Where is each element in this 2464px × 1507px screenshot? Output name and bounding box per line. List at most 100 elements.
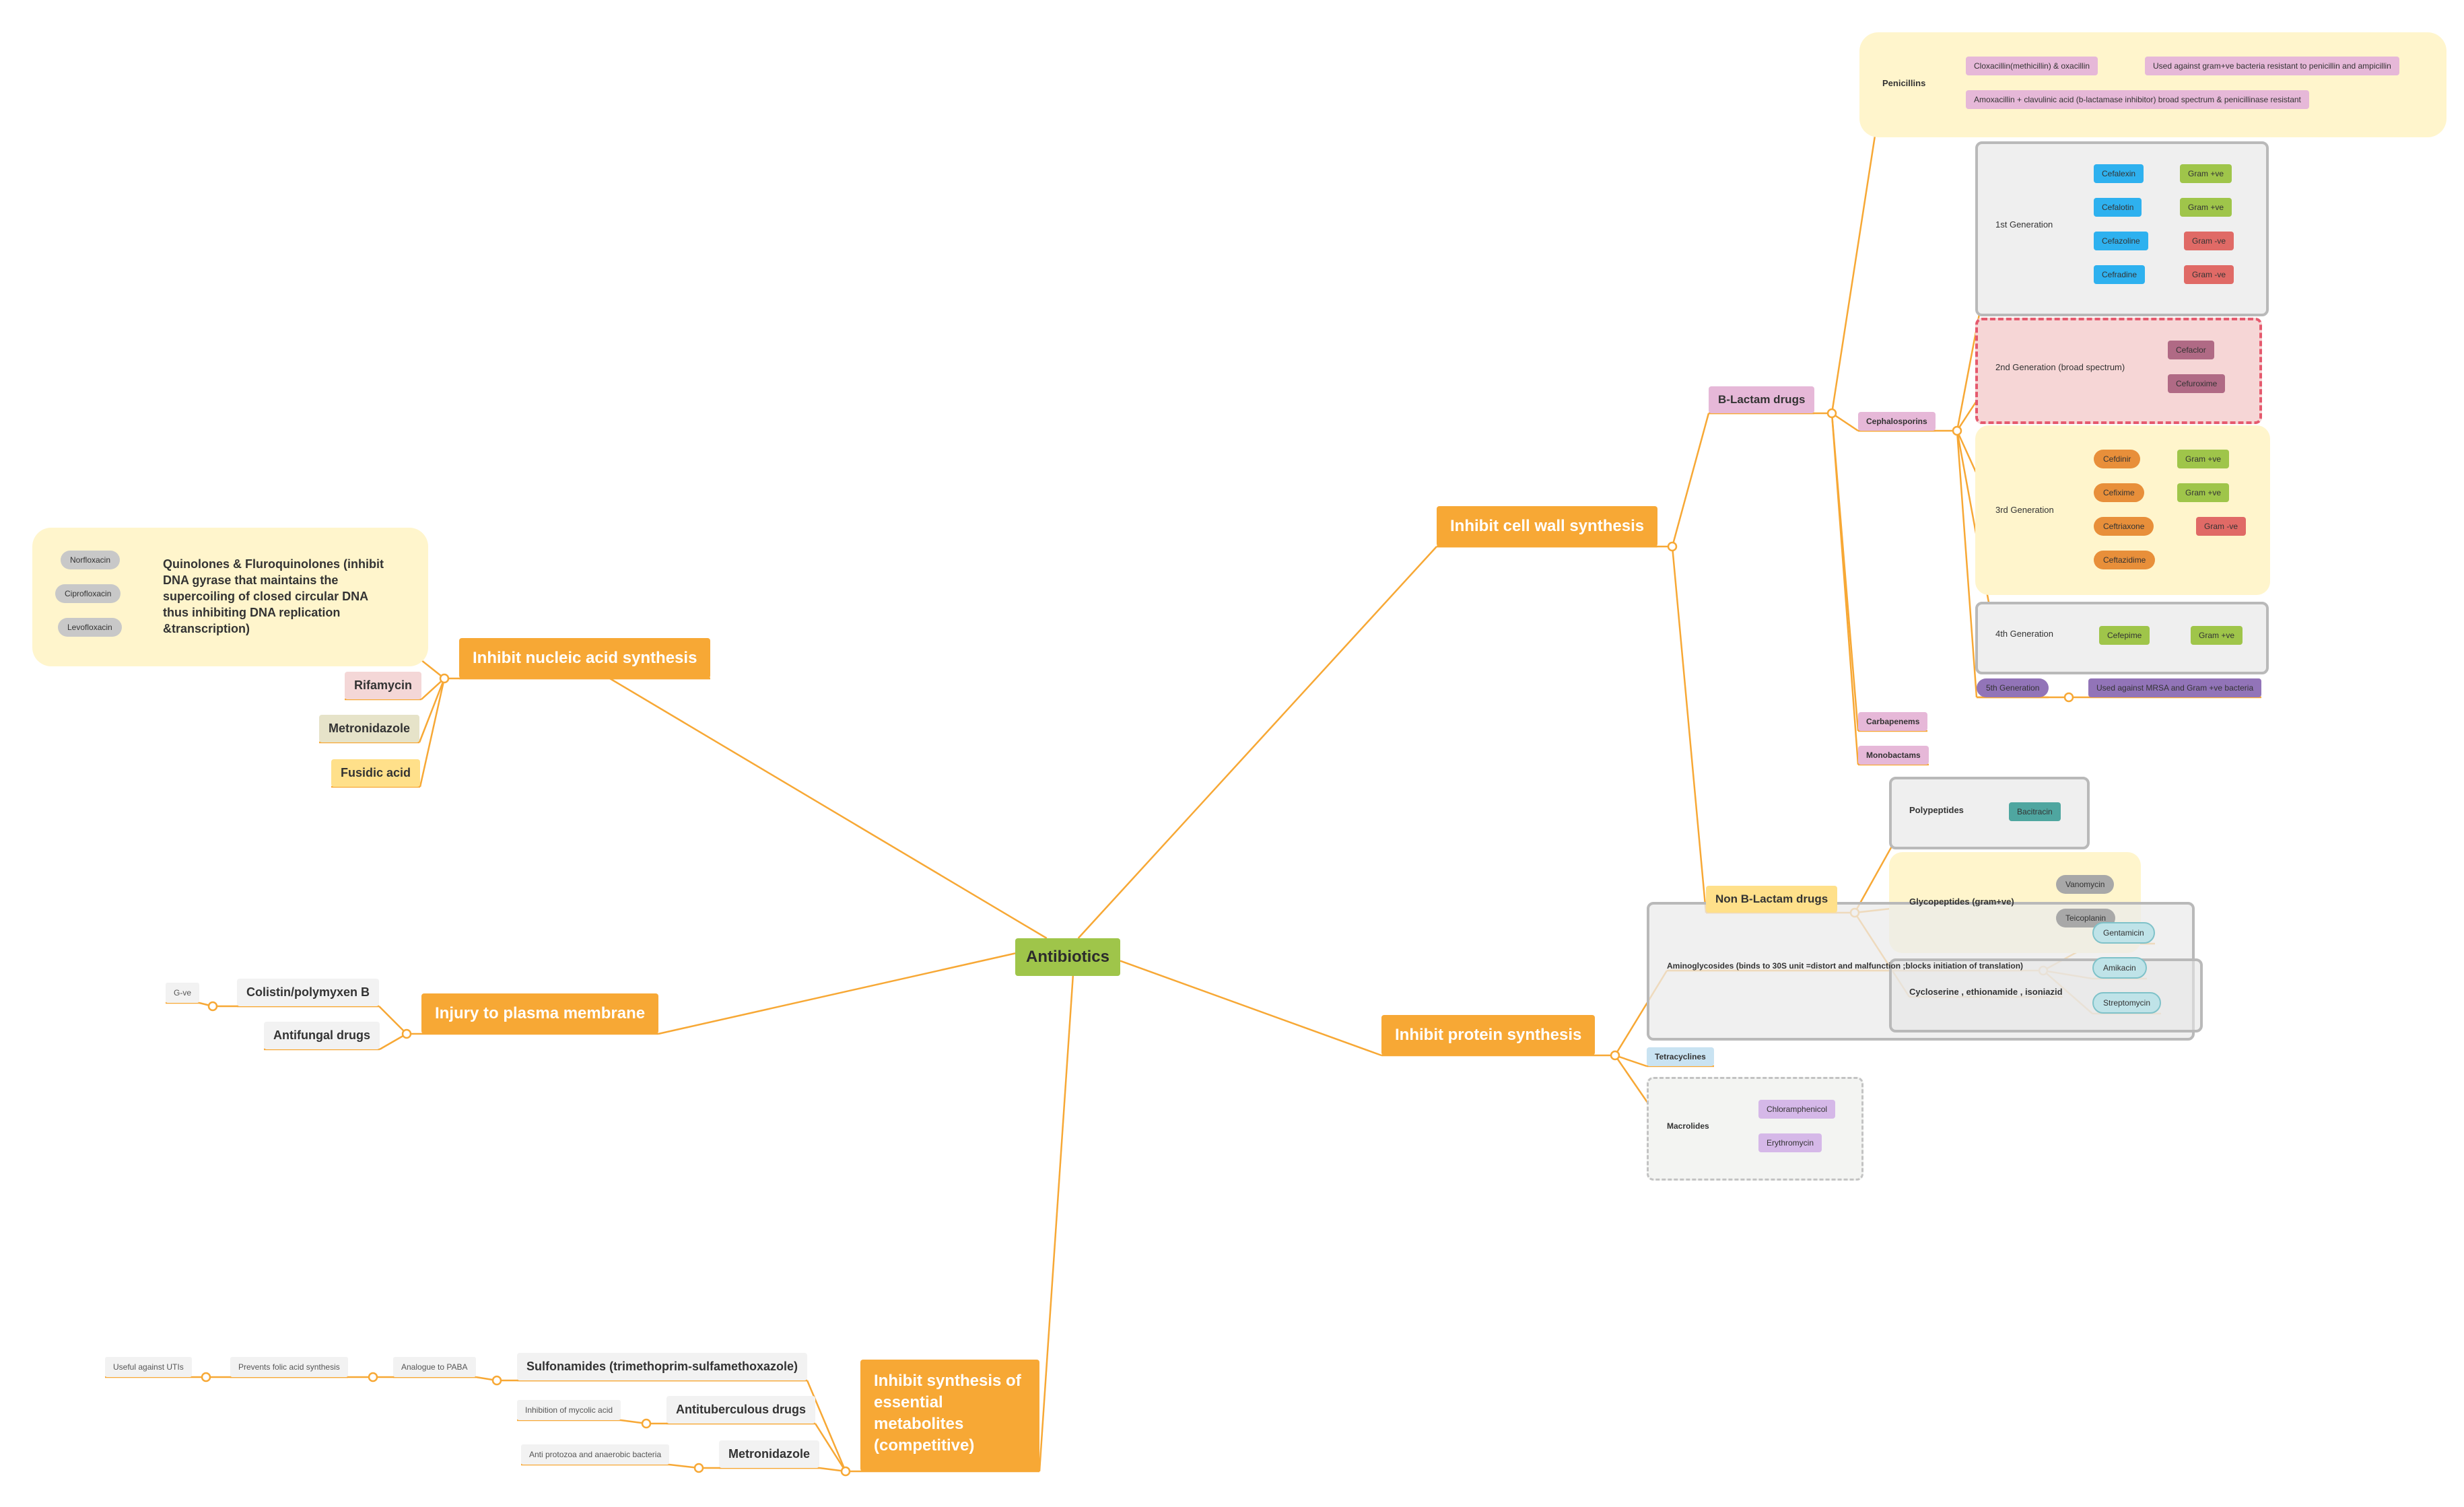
quinolone-drug[interactable]: Norfloxacin: [61, 551, 121, 569]
metronidazole-label[interactable]: Metronidazole: [719, 1440, 820, 1468]
colistin-note[interactable]: G-ve: [166, 983, 200, 1003]
antituberculous-note[interactable]: Inhibition of mycolic acid: [517, 1400, 621, 1420]
branch-connector: [1038, 975, 1074, 1472]
penicillin-amoxacillin[interactable]: Amoxacillin + clavulinic acid (b-lactama…: [1966, 90, 2309, 109]
connector-handle[interactable]: [1952, 425, 1962, 436]
connector-handle[interactable]: [439, 673, 450, 684]
gen1-group: [1975, 141, 2269, 316]
gen1-drug[interactable]: Cefalotin: [2094, 198, 2142, 217]
non-beta-lactam-drugs[interactable]: Non B-Lactam drugs: [1706, 886, 1838, 913]
macrolide-drug[interactable]: Erythromycin: [1758, 1133, 1822, 1152]
gram-positive-tag[interactable]: Gram +ve: [2177, 450, 2230, 468]
macrolide-drug[interactable]: Chloramphenicol: [1758, 1100, 1836, 1119]
aminoglycosides-label[interactable]: Aminoglycosides (binds to 30S unit =dist…: [1667, 961, 2024, 971]
connector: [419, 678, 446, 787]
connector-handle[interactable]: [1667, 541, 1678, 552]
connector: [1956, 430, 1978, 698]
gen1-drug[interactable]: Cefalexin: [2094, 164, 2144, 183]
gen2-drug[interactable]: Cefuroxime: [2168, 374, 2226, 393]
connector: [1671, 546, 1707, 913]
penicillin-cloxacillin[interactable]: Cloxacillin(methicillin) & oxacillin: [1966, 57, 2098, 75]
glycopeptide-drug[interactable]: Vanomycin: [2056, 875, 2115, 894]
gen1-drug[interactable]: Cefazoline: [2094, 232, 2148, 250]
penicillins-label[interactable]: Penicillins: [1882, 78, 1926, 88]
gram-positive-tag[interactable]: Gram +ve: [2177, 483, 2230, 502]
sulfonamides-label[interactable]: Sulfonamides (trimethoprim-sulfamethoxaz…: [517, 1353, 808, 1380]
gen3-label[interactable]: 3rd Generation: [1995, 505, 2054, 515]
connector: [814, 1423, 847, 1472]
connector-handle[interactable]: [840, 1466, 851, 1477]
metronidazole-note[interactable]: Anti protozoa and anaerobic bacteria: [521, 1444, 670, 1465]
connector-handle[interactable]: [491, 1375, 502, 1386]
gen5-note[interactable]: Used against MRSA and Gram +ve bacteria: [2088, 678, 2262, 697]
sulfa-chain-item[interactable]: Useful against UTIs: [105, 1357, 192, 1377]
connector-handle[interactable]: [201, 1372, 211, 1382]
gen3-drug[interactable]: Cefdinir: [2094, 450, 2141, 468]
connector-handle[interactable]: [401, 1028, 412, 1039]
connector: [1830, 87, 1884, 414]
connector: [1830, 413, 1859, 765]
tetracyclines-label[interactable]: Tetracyclines: [1647, 1047, 1714, 1066]
gen3-drug[interactable]: Ceftriaxone: [2094, 517, 2154, 536]
glycopeptides-label[interactable]: Glycopeptides (gram+ve): [1909, 897, 2014, 907]
gram-negative-tag[interactable]: Gram -ve: [2196, 517, 2247, 536]
antituberculous-label[interactable]: Antituberculous drugs: [666, 1396, 815, 1424]
connector: [1831, 412, 1859, 432]
sulfa-chain-item[interactable]: Prevents folic acid synthesis: [230, 1357, 348, 1377]
cycloserine-label[interactable]: Cycloserine , ethionamide , isoniazid: [1909, 987, 2063, 997]
metronidazole-label[interactable]: Metronidazole: [319, 715, 420, 742]
polypeptides-label[interactable]: Polypeptides: [1909, 805, 1964, 815]
gram-positive-tag[interactable]: Gram +ve: [2180, 164, 2232, 183]
colistin-label[interactable]: Colistin/polymyxen B: [237, 979, 380, 1006]
connector-handle[interactable]: [1610, 1050, 1620, 1061]
macrolides-label[interactable]: Macrolides: [1667, 1121, 1709, 1131]
quinolone-drug[interactable]: Ciprofloxacin: [55, 584, 121, 603]
beta-lactam-drugs[interactable]: B-Lactam drugs: [1709, 386, 1815, 413]
gram-negative-tag[interactable]: Gram -ve: [2184, 232, 2234, 250]
connector-handle[interactable]: [641, 1418, 652, 1429]
connector-handle[interactable]: [368, 1372, 378, 1382]
penicillin-cloxacillin-note[interactable]: Used against gram+ve bacteria resistant …: [2145, 57, 2399, 75]
fusidic-acid-label[interactable]: Fusidic acid: [331, 759, 421, 787]
gen2-drug[interactable]: Cefaclor: [2168, 341, 2214, 359]
quinolone-drug[interactable]: Levofloxacin: [58, 618, 122, 637]
connector: [669, 1463, 699, 1469]
connector-handle[interactable]: [207, 1001, 218, 1012]
root-antibiotics[interactable]: Antibiotics: [1015, 938, 1120, 976]
branch-plasma-membrane[interactable]: Injury to plasma membrane: [421, 993, 659, 1034]
quinolones-label[interactable]: Quinolones & Fluroquinolones (inhibit DN…: [163, 557, 384, 635]
sulfa-chain-item[interactable]: Analogue to PABA: [393, 1357, 476, 1377]
gen2-label[interactable]: 2nd Generation (broad spectrum): [1995, 362, 2125, 372]
gen1-label[interactable]: 1st Generation: [1995, 219, 2053, 230]
connector: [1614, 1054, 1647, 1067]
branch-protein[interactable]: Inhibit protein synthesis: [1381, 1015, 1596, 1055]
gen5-label[interactable]: 5th Generation: [1977, 678, 2049, 697]
connector-handle[interactable]: [693, 1463, 704, 1473]
gen4-drug[interactable]: Cefepime: [2099, 626, 2150, 645]
gram-positive-tag[interactable]: Gram +ve: [2180, 198, 2232, 217]
rifamycin-label[interactable]: Rifamycin: [345, 672, 422, 699]
branch-cell-wall[interactable]: Inhibit cell wall synthesis: [1437, 506, 1658, 547]
gen3-drug[interactable]: Cefixime: [2094, 483, 2144, 502]
connector: [379, 1032, 407, 1051]
monobactams-label[interactable]: Monobactams: [1858, 746, 1929, 765]
connector-handle[interactable]: [1826, 408, 1837, 419]
aminoglycoside-drug[interactable]: Streptomycin: [2092, 992, 2162, 1014]
connector: [1671, 413, 1710, 547]
gram-positive-tag[interactable]: Gram +ve: [2191, 626, 2243, 645]
connector-handle[interactable]: [2063, 692, 2074, 703]
gen4-label[interactable]: 4th Generation: [1995, 629, 2054, 639]
gen1-drug[interactable]: Cefradine: [2094, 265, 2146, 284]
bacitracin-tag[interactable]: Bacitracin: [2009, 802, 2061, 821]
branch-metabolites[interactable]: Inhibit synthesis of essential metabolit…: [860, 1360, 1039, 1471]
gram-negative-tag[interactable]: Gram -ve: [2184, 265, 2234, 284]
aminoglycoside-drug[interactable]: Amikacin: [2092, 957, 2147, 979]
connector: [418, 678, 446, 743]
antifungal-label[interactable]: Antifungal drugs: [264, 1022, 380, 1049]
carbapenems-label[interactable]: Carbapenems: [1858, 712, 1928, 731]
gen3-drug[interactable]: Ceftazidime: [2094, 551, 2156, 569]
aminoglycoside-drug[interactable]: Gentamicin: [2092, 922, 2155, 944]
branch-nucleic-acid[interactable]: Inhibit nucleic acid synthesis: [459, 638, 711, 678]
cephalosporins-label[interactable]: Cephalosporins: [1858, 412, 1936, 431]
connector: [806, 1380, 847, 1472]
